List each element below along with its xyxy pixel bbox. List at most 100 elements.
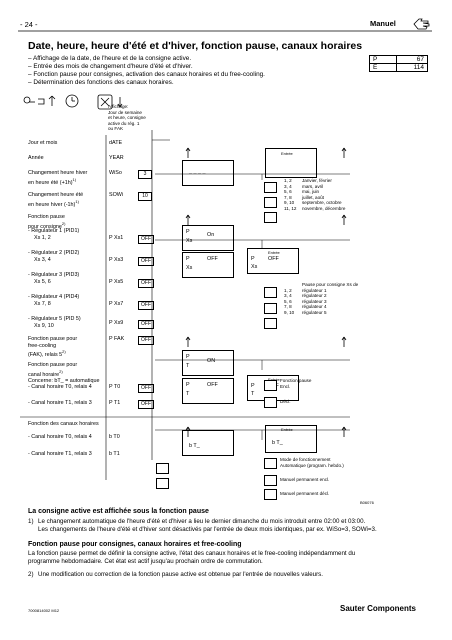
consigne-heading: La consigne active est affichée sous la … [28, 508, 209, 515]
label-annee: Année [28, 155, 44, 161]
reg-row-4: - Régulateur 4 (PID4)Xs 7, 8 [28, 294, 79, 307]
canaux-label: Fonction des canaux horaires [28, 421, 99, 427]
fak-code: P FAK [109, 336, 125, 342]
reg-value[interactable]: OFF [138, 257, 154, 266]
key-button [264, 397, 277, 408]
display-text: Xs [186, 265, 193, 271]
code-sowi: SOWi [109, 192, 124, 198]
reg-xs: Xs 9, 10 [34, 322, 54, 329]
reg-row-2: - Régulateur 2 (PID2)Xs 3, 4 [28, 250, 79, 263]
reg-code: P Xs5 [109, 279, 124, 285]
reg-value[interactable]: OFF [138, 235, 154, 244]
note-line: ou FAK [108, 126, 124, 132]
reg-xs: Xs 3, 4 [34, 256, 51, 263]
reg-xs: Xs 5, 6 [34, 278, 51, 285]
display-text: OFF [207, 256, 218, 262]
footnote-ref: 2) [62, 349, 66, 355]
t0-value[interactable]: OFF [138, 384, 154, 393]
page-title: Date, heure, heure d'été et d'hiver, fon… [28, 40, 363, 52]
display-bt-entree: Entrée b T_ [265, 425, 317, 453]
display-t-off: P T OFF [182, 378, 234, 404]
month-num: 7, 8 [284, 194, 292, 200]
month-name: novembre, décembre [302, 205, 346, 211]
reg-label: - Régulateur 3 (PID3) [28, 272, 80, 278]
t1-label: - Canal horaire T1, relais 3 [28, 400, 92, 406]
month-name: juillet, août [302, 194, 324, 200]
display-text: Entrée [281, 151, 293, 156]
state-label: Encl. [280, 383, 291, 389]
display-dash: _ _ _ _ [182, 160, 234, 186]
pause-state-on: Fonction pause Encl. [280, 378, 311, 389]
t1-value[interactable]: OFF [138, 400, 154, 409]
month-num: 11, 12 [284, 205, 297, 211]
pause-num: 1, 2 [284, 287, 292, 293]
label-jour: Jour et mois [28, 140, 58, 146]
reg-row-3: - Régulateur 3 (PID3)Xs 5, 6 [28, 272, 79, 285]
display-text: P [251, 383, 255, 389]
key-button [264, 380, 277, 391]
display-text: OFF [207, 382, 218, 388]
pause-num: 3, 4 [284, 293, 292, 299]
label-line: Changement heure hiver [28, 170, 88, 176]
pause-state-off: Décl. [280, 399, 291, 404]
fonction-pause-heading: Fonction pause pour consignes, canaux ho… [28, 541, 242, 548]
month-num: 9, 10 [284, 200, 295, 206]
state-label: Fonction pause [280, 378, 312, 383]
reg-label: - Régulateur 2 (PID2) [28, 250, 80, 256]
key-button [264, 303, 277, 314]
reg-label: - Régulateur 1 (PID1) [28, 228, 80, 234]
display-text: Xs [186, 238, 193, 244]
bt0-code: b T0 [109, 434, 120, 440]
display-text: T [251, 391, 255, 397]
month-num: 5, 6 [284, 189, 292, 195]
sowi-value[interactable]: 10 [138, 192, 152, 201]
reg-value[interactable]: OFF [138, 301, 154, 310]
note-line: active du rég. 1 [108, 120, 140, 126]
bullet: – Fonction pause pour consignes, activat… [28, 71, 265, 78]
label-line: Fonction pause [28, 214, 65, 220]
pe-val: 114 [396, 63, 428, 72]
label-ete: Changement heure été en heure hiver (-1h… [28, 192, 83, 208]
key-button [264, 489, 277, 500]
reg-xs: Xs 1, 2 [34, 234, 51, 241]
label-hiver: Changement heure hiver en heure été (+1h… [28, 170, 87, 186]
reg-code: P Xs9 [109, 320, 124, 326]
fak-label: free-cooling [28, 342, 57, 349]
pause-num: 7, 8 [284, 304, 292, 310]
pe-key: P [369, 55, 397, 64]
fak-value[interactable]: OFF [138, 336, 154, 345]
reg-value[interactable]: OFF [138, 279, 154, 288]
footnote-2-num: 2) [28, 571, 34, 578]
bullet: – Affichage de la date, de l'heure et de… [28, 55, 192, 62]
month-name: septembre, octobre [302, 200, 342, 206]
canal-pause-row: Fonction pause pour canal horaire2) Conc… [28, 362, 99, 385]
bullet: – Entrée des mois de changement d'heure … [28, 63, 193, 70]
canal-label: Concerne: bT_ = automatique [28, 377, 100, 384]
pause-reg: régulateur 5 [302, 309, 327, 315]
reg-value[interactable]: OFF [138, 320, 154, 329]
footnote-1: Le changement automatique de l'heure d'é… [38, 518, 438, 533]
month-num: 1, 2 [284, 178, 292, 183]
fak-label: Fonction pause pour [28, 336, 78, 342]
note-line: et heure, consigne [108, 115, 146, 121]
hand-icon [413, 18, 430, 30]
key-button [156, 463, 169, 474]
canal-label: Fonction pause pour [28, 362, 78, 368]
month-name: mai, juin [302, 189, 320, 195]
display-text: P [186, 256, 190, 262]
key-button [264, 197, 277, 208]
footnote-ref: 1) [72, 176, 77, 182]
wiso-value[interactable]: 3 [138, 170, 152, 179]
reg-xs: Xs 7, 8 [34, 300, 51, 307]
bullet: – Détermination des fonctions des canaux… [28, 79, 174, 86]
key-button [264, 287, 277, 298]
display-text: P [186, 354, 190, 360]
